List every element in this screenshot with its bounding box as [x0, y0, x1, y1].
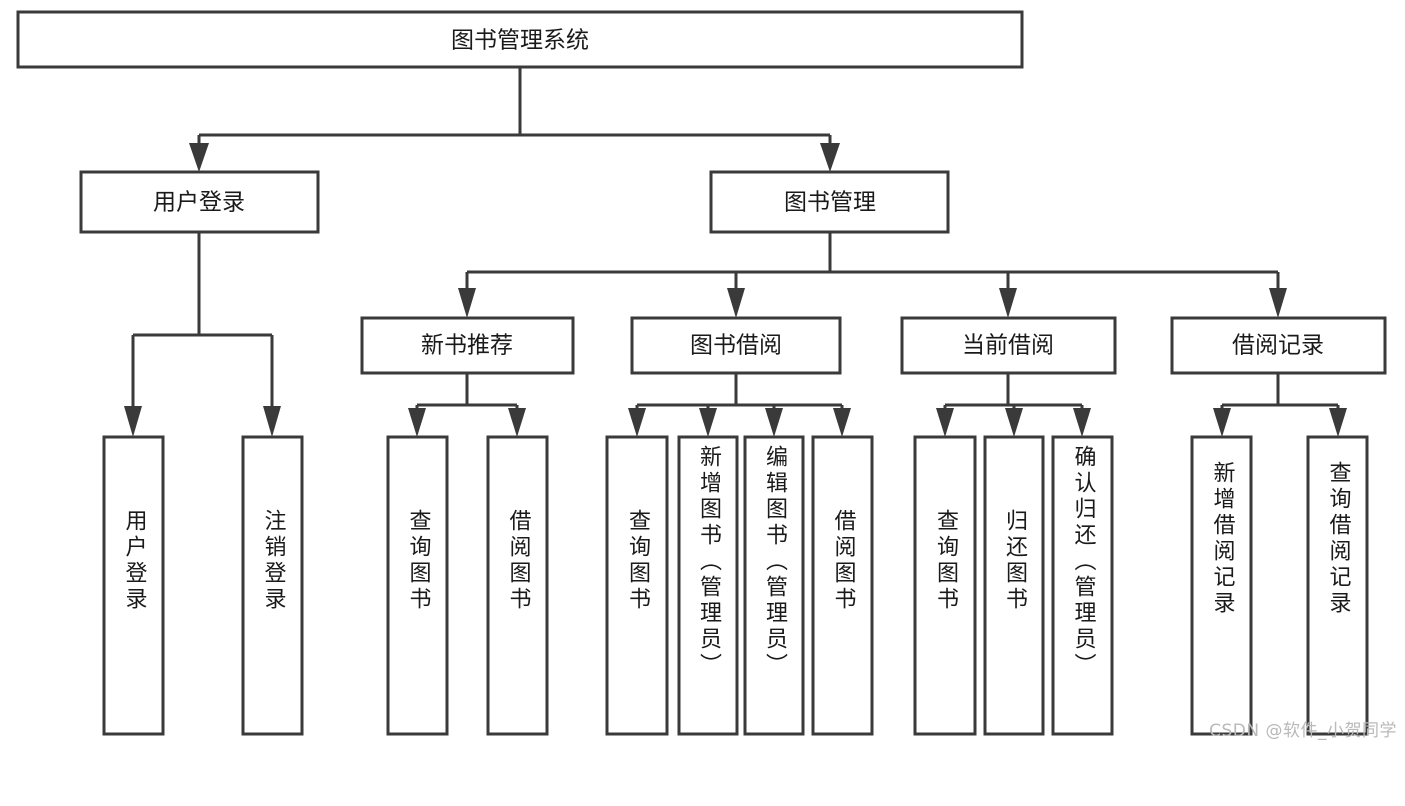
node-book-management[interactable]: 图书管理: [709, 170, 950, 234]
node-box-rect[interactable]: [1170, 316, 1387, 375]
connector-currentborrow-to-leaves: [936, 373, 1091, 437]
node-box-rect[interactable]: [630, 316, 842, 375]
diagram-canvas: 图书管理系统 用户登录 图书管理 新书推荐 图书借阅 当前借阅 借阅记录: [16, 10, 1397, 741]
node-box-rect[interactable]: [16, 10, 1024, 69]
node-current-borrow[interactable]: 当前借阅: [900, 316, 1117, 375]
arrow-head-icon: [936, 408, 954, 437]
arrow-head-icon: [508, 408, 526, 437]
arrow-head-icon: [833, 408, 851, 437]
arrow-head-icon: [699, 408, 717, 437]
leaf-box-query-book-nb[interactable]: [386, 435, 449, 736]
node-label: 借阅记录: [1232, 333, 1324, 359]
leaf-box-add-record[interactable]: [1190, 435, 1253, 736]
flowchart-svg: 图书管理系统 用户登录 图书管理 新书推荐 图书借阅 当前借阅 借阅记录: [16, 10, 1387, 736]
leaf-box-logout[interactable]: [241, 435, 304, 736]
leaf-box-edit-book[interactable]: [743, 435, 805, 736]
connector-userlogin-to-leaves: [124, 232, 281, 437]
node-new-book-recommend[interactable]: 新书推荐: [360, 316, 575, 375]
node-box-rect[interactable]: [709, 170, 950, 234]
arrow-head-icon: [1073, 408, 1091, 437]
leaf-box-user-login[interactable]: [102, 435, 165, 736]
arrow-head-icon: [1213, 408, 1231, 437]
arrow-head-icon: [628, 408, 646, 437]
node-label: 图书借阅: [690, 333, 782, 359]
node-label: 当前借阅: [962, 333, 1054, 359]
node-box-rect[interactable]: [79, 170, 320, 234]
arrow-head-icon: [408, 408, 426, 437]
leaf-box-query-record[interactable]: [1306, 435, 1369, 736]
node-box-rect[interactable]: [900, 316, 1117, 375]
arrow-head-icon: [458, 288, 476, 318]
connector-borrowrecord-to-leaves: [1213, 373, 1347, 437]
arrow-head-icon: [263, 406, 281, 437]
node-label: 图书管理系统: [451, 28, 589, 54]
leaf-box-borrow-book-nb[interactable]: [486, 435, 549, 736]
connector-newbook-to-leaves: [408, 373, 526, 437]
leaf-box-confirm-return[interactable]: [1051, 435, 1114, 736]
connector-root-to-level2: [189, 67, 840, 172]
arrow-head-icon: [189, 143, 209, 172]
arrow-head-icon: [727, 288, 745, 318]
connector-bookmgmt-to-level3: [458, 232, 1287, 318]
node-book-borrow[interactable]: 图书借阅: [630, 316, 842, 375]
arrow-head-icon: [765, 408, 783, 437]
leaf-box-borrow-book-bb[interactable]: [811, 435, 874, 736]
arrow-head-icon: [820, 143, 840, 172]
node-root[interactable]: 图书管理系统: [16, 10, 1024, 69]
node-borrow-record[interactable]: 借阅记录: [1170, 316, 1387, 375]
arrow-head-icon: [1269, 288, 1287, 318]
arrow-head-icon: [999, 288, 1017, 318]
arrow-head-icon: [1005, 408, 1023, 437]
arrow-head-icon: [1329, 408, 1347, 437]
connector-bookborrow-to-leaves: [628, 373, 851, 437]
leaf-box-query-book-cb[interactable]: [913, 435, 977, 736]
leaf-box-query-book-bb[interactable]: [605, 435, 669, 736]
leaf-box-add-book[interactable]: [677, 435, 739, 736]
node-label: 新书推荐: [421, 333, 513, 359]
node-label: 图书管理: [784, 190, 876, 216]
node-box-rect[interactable]: [360, 316, 575, 375]
node-user-login[interactable]: 用户登录: [79, 170, 320, 234]
leaf-box-return-book[interactable]: [983, 435, 1045, 736]
arrow-head-icon: [124, 406, 142, 437]
node-label: 用户登录: [153, 190, 245, 216]
